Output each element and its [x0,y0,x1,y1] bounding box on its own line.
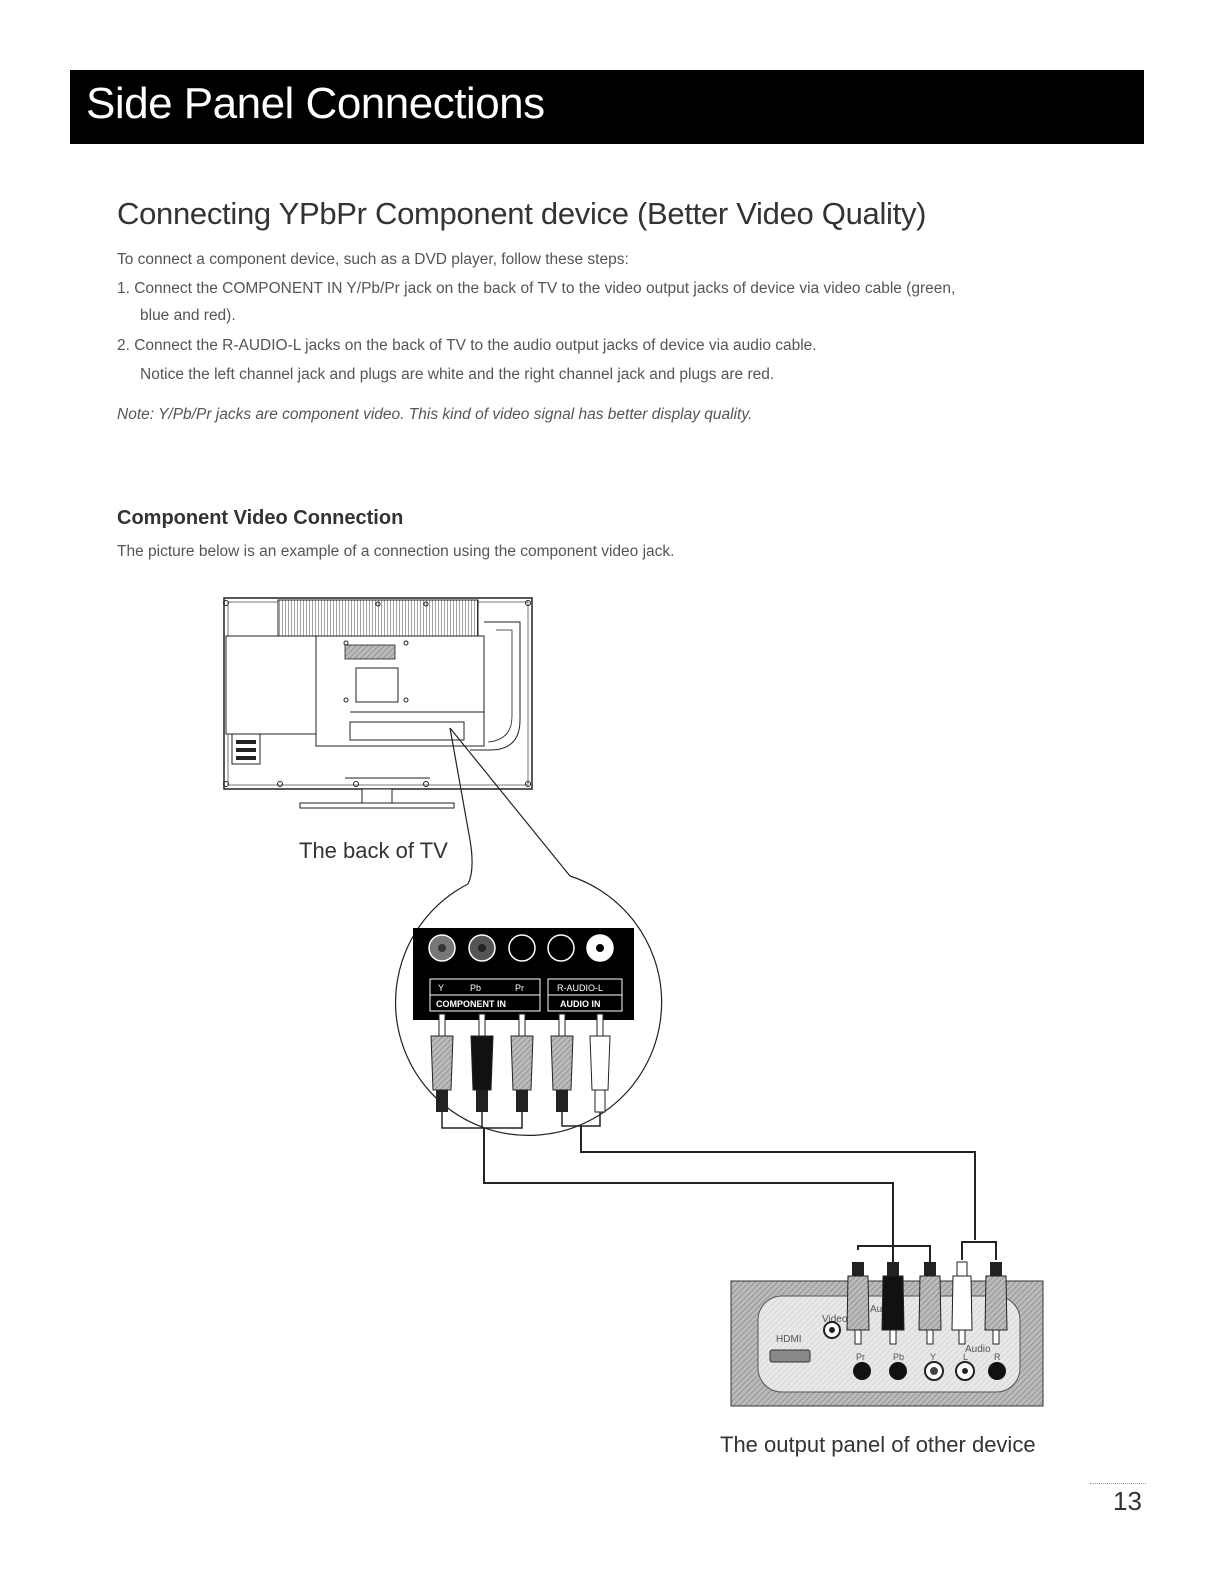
device-label-pb: Pb [893,1352,904,1362]
device-label-hdmi: HDMI [776,1334,802,1345]
step2-line2: Notice the left channel jack and plugs a… [140,366,775,383]
header-banner: Side Panel Connections [70,70,1144,144]
tv-jack-label-component-in: COMPONENT IN [436,999,506,1009]
step1-line1: 1. Connect the COMPONENT IN Y/Pb/Pr jack… [117,280,956,297]
tv-back-caption: The back of TV [299,838,448,863]
component-video-heading: Component Video Connection [117,507,404,529]
device-label-audio-cut: Aud [870,1304,888,1315]
tv-side-plugs [430,1013,611,1113]
device-output-panel: HDMI Video Aud Audio Pr Pb Y L R [730,1261,1044,1407]
page-title: Side Panel Connections [86,79,545,128]
device-label-audio: Audio [965,1344,991,1355]
intro-text: To connect a component device, such as a… [117,251,629,268]
page-number: 13 [1113,1486,1142,1516]
tv-jack-label-audio: R-AUDIO-L [557,983,603,993]
device-label-pr: Pr [856,1352,865,1362]
tv-jack-label-y: Y [438,983,444,993]
step2-line1: 2. Connect the R-AUDIO-L jacks on the ba… [117,337,817,354]
device-side-plugs [846,1261,1008,1345]
section-title: Connecting YPbPr Component device (Bette… [117,196,927,231]
device-label-l: L [963,1352,968,1362]
tv-jack-label-pr: Pr [515,983,524,993]
page-number-rule [1090,1483,1146,1484]
device-panel-caption: The output panel of other device [720,1432,1036,1457]
note-text: Note: Y/Pb/Pr jacks are component video.… [117,406,753,423]
tv-jack-label-pb: Pb [470,983,481,993]
tv-back-illustration [223,597,533,809]
step1-line2: blue and red). [140,307,236,324]
device-label-y: Y [930,1352,936,1362]
callout-pointer [449,727,571,885]
magnified-jack-panel: Y Pb Pr COMPONENT IN R-AUDIO-L AUDIO IN [395,875,663,1136]
device-label-r: R [994,1352,1001,1362]
device-label-video: Video [822,1314,848,1325]
component-video-description: The picture below is an example of a con… [117,543,675,560]
cables [483,1126,997,1262]
tv-jack-label-audio-in: AUDIO IN [560,999,601,1009]
